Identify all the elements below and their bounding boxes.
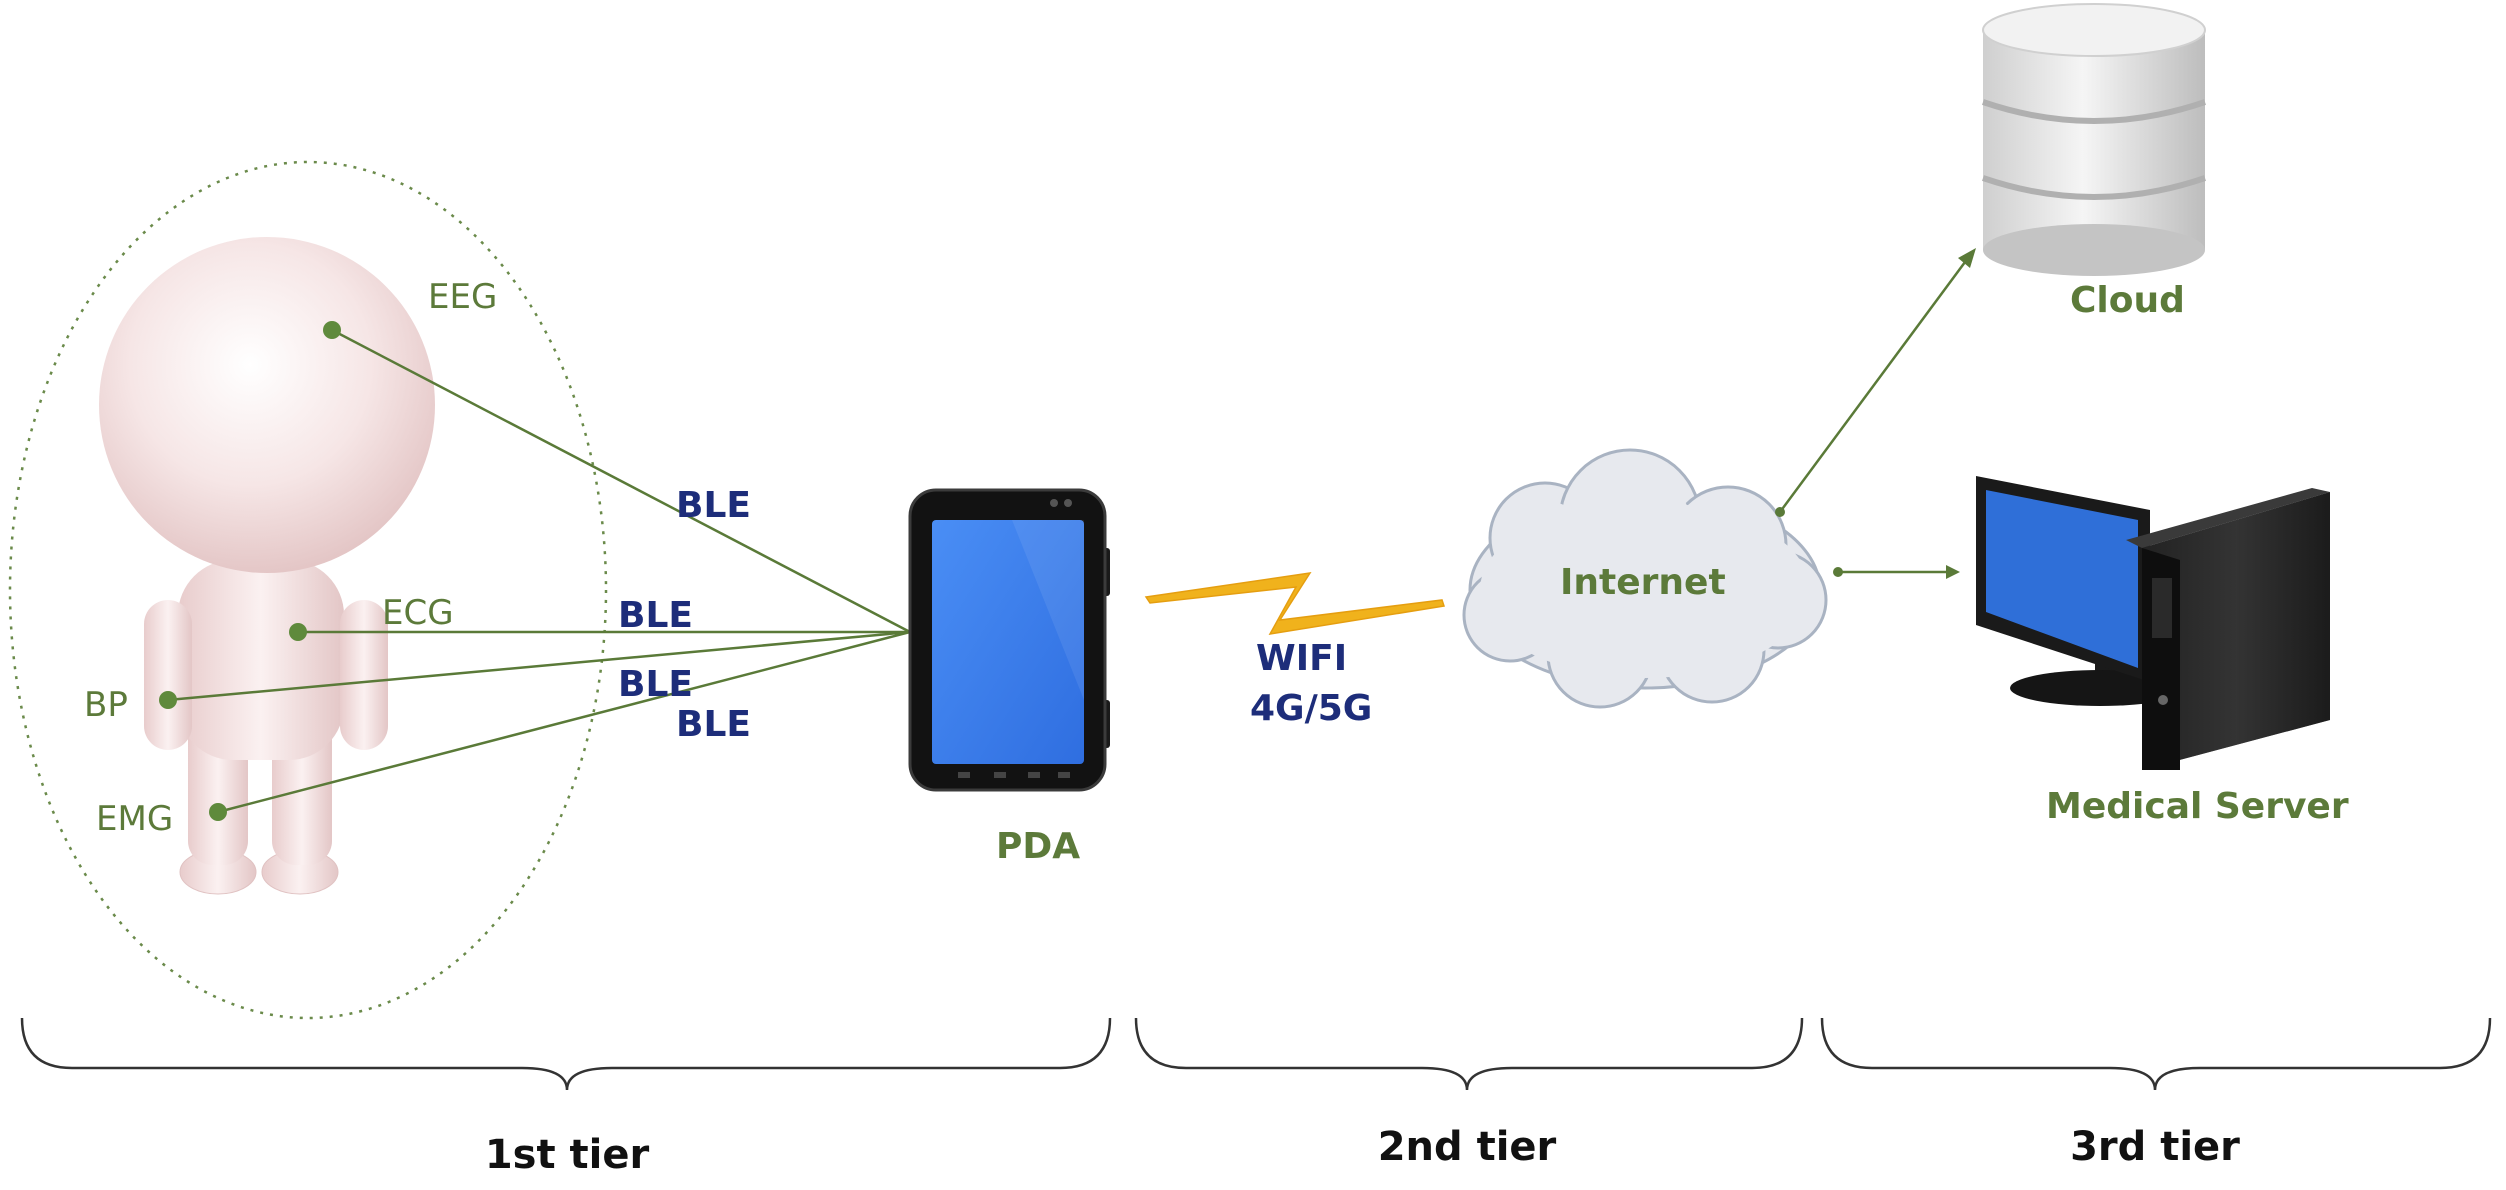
eeg-sensor-dot (323, 321, 341, 339)
cloud-label: Cloud (2070, 280, 2185, 321)
human-figure-icon (99, 237, 435, 895)
pda-label: PDA (996, 826, 1080, 867)
wireless-lightning-icon (1144, 572, 1445, 635)
internet-to-cloud-arrow (1778, 257, 1970, 513)
server-arrowhead (1946, 565, 1960, 579)
second-tier-brace (1134, 1017, 1804, 1091)
wifi-label: WIFI (1256, 638, 1347, 679)
bp-sensor-dot (159, 691, 177, 709)
internet-cloud-icon (1462, 448, 1828, 709)
emg-label: EMG (96, 799, 173, 839)
ble-label-bp: BLE (618, 664, 693, 705)
first-tier-brace (20, 1017, 1112, 1091)
cellular-label: 4G/5G (1250, 688, 1372, 729)
internet-server-link-dot (1833, 567, 1843, 577)
medical-server-icon (1976, 476, 2330, 770)
ecg-sensor-dot (289, 623, 307, 641)
eeg-link-line (331, 328, 911, 634)
ecg-label: ECG (382, 593, 454, 633)
ble-label-ecg: BLE (618, 595, 693, 636)
emg-link-line (217, 630, 911, 814)
eeg-label: EEG (428, 277, 497, 317)
bp-link-line (167, 630, 911, 702)
internet-cloud-link-dot (1775, 507, 1785, 517)
first-tier-label: 1st tier (485, 1132, 650, 1178)
ble-label-emg: BLE (676, 704, 751, 745)
medical-server-label: Medical Server (2046, 786, 2349, 827)
pda-tablet-icon (908, 488, 1110, 792)
internet-label: Internet (1560, 562, 1726, 603)
bp-label: BP (84, 685, 128, 725)
third-tier-label: 3rd tier (2070, 1124, 2240, 1170)
cloud-database-icon (1982, 3, 2206, 276)
ble-label-eeg: BLE (676, 485, 751, 526)
second-tier-label: 2nd tier (1378, 1124, 1557, 1170)
third-tier-brace (1820, 1017, 2492, 1091)
body-area-boundary (8, 160, 608, 1020)
cloud-arrowhead (1958, 248, 1976, 268)
emg-sensor-dot (209, 803, 227, 821)
